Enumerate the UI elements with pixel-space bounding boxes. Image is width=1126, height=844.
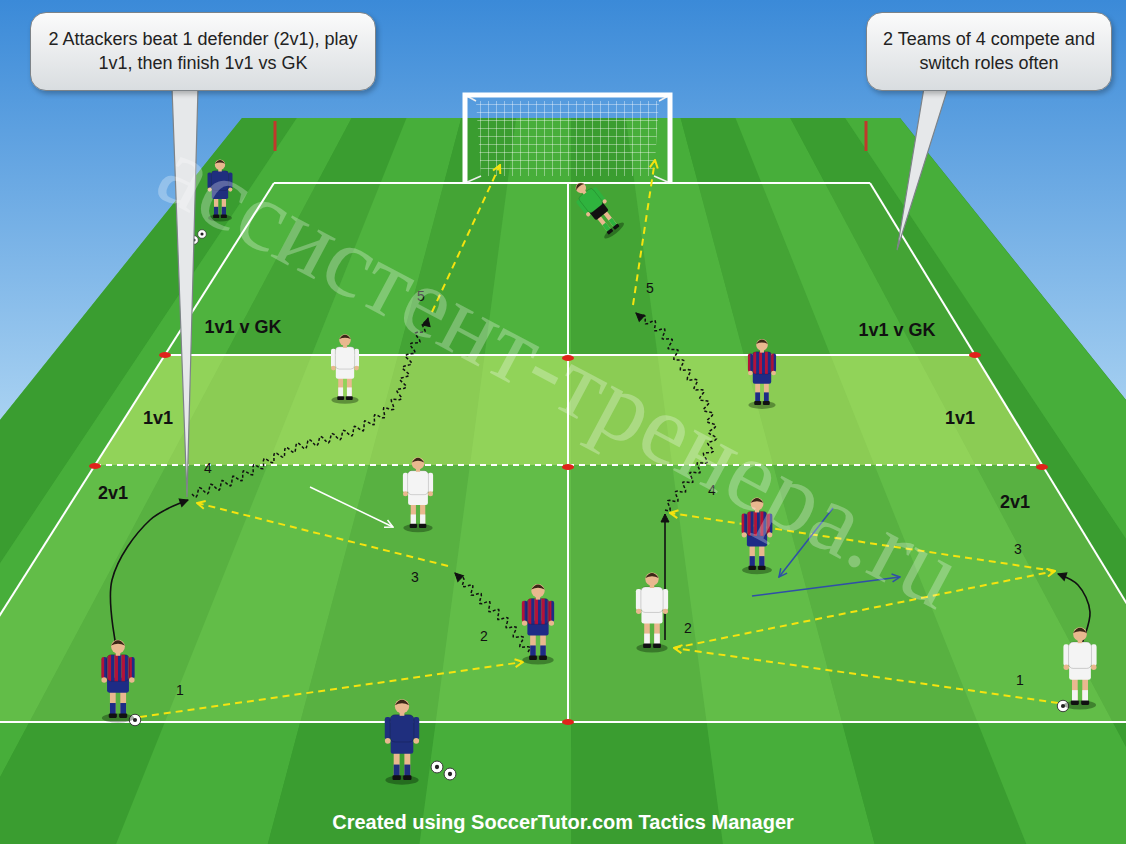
ball [198,230,207,239]
callout-number: 1 [176,682,184,698]
caption-text: Created using SoccerTutor.com Tactics Ma… [332,811,794,834]
cone [1036,464,1048,470]
callout-number: 4 [204,460,212,476]
watermark: ассистент-тренера.ru [140,112,979,631]
player-figure [331,334,359,404]
callout-text: 2 Teams of 4 compete and switch roles of… [879,27,1099,76]
player [748,339,776,409]
cone [562,719,574,725]
zone-label: 1v1 [945,408,975,429]
zone-label: 1v1 [143,408,173,429]
pass-arrow [674,571,1055,648]
player [1057,627,1096,712]
player-figure [522,584,554,665]
callout-number: 3 [1014,541,1022,557]
run-arrow [110,500,188,656]
pass-arrow [670,513,1055,571]
flag-post [274,121,277,151]
defender-move-arrow [310,487,393,527]
cones [89,352,1048,725]
player-figure [385,699,419,785]
callout-tails [172,88,948,497]
player [101,640,140,726]
zone-label: 2v1 [1000,492,1030,513]
cone [562,355,574,361]
cone [89,463,101,469]
grass-stripe [1119,118,1126,844]
player-figure [403,457,433,532]
callout-bubble: 2 Teams of 4 compete and switch roles of… [866,12,1112,91]
goal-net [476,101,659,176]
run-arrow [664,514,666,640]
player [403,457,433,532]
player-figure [1063,627,1096,709]
goal [465,95,670,184]
player [636,572,668,652]
zone-label: 1v1 v GK [858,320,935,341]
callout-number: 2 [480,628,488,644]
callout-text: 2 Attackers beat 1 defender (2v1), play … [43,27,363,76]
dribble-arrow [455,573,530,652]
pass-arrow [140,662,523,717]
player [568,176,627,241]
callout-number: 4 [708,482,716,498]
flag-post [865,121,868,151]
grass-stripe [1064,118,1126,844]
side-line [870,183,1126,722]
player [331,334,359,404]
zone-label: 2v1 [98,483,128,504]
two-v-one-zone [0,465,1126,722]
defender-move-arrow [779,508,833,577]
player-figure [208,159,233,221]
cone [562,464,574,470]
cone [969,352,981,358]
dribble-arrow [192,318,428,497]
ball [431,761,443,773]
dribble-arrow [636,313,716,511]
pitch-lines [0,183,1126,722]
pass-arrow [674,648,1058,703]
goal-line [274,182,870,184]
defender-move-arrow [752,577,900,596]
callout-number: 3 [411,569,419,585]
player-figure [748,339,776,409]
callout-number: 1 [1016,672,1024,688]
player [742,498,773,575]
side-line [0,183,274,722]
player-figure [101,640,134,723]
player [385,699,456,785]
zones [0,183,1126,722]
callout-number: 5 [417,288,425,304]
pass-arrow [432,165,500,312]
zone-label: 1v1 v GK [204,317,281,338]
gk-zone [165,183,975,355]
callout-number: 5 [646,280,654,296]
player [522,584,554,665]
callout-tail [172,88,198,497]
player-figure [568,176,627,241]
movement-arrows [110,160,1090,717]
callout-bubble: 2 Attackers beat 1 defender (2v1), play … [30,12,376,91]
players [101,159,1096,784]
centre-line [567,183,569,722]
ball [444,768,456,780]
grass-stripes [0,118,1126,844]
callout-tail [897,88,948,250]
player-figure [742,498,773,575]
pass-arrow [633,160,655,305]
goal-frame [465,95,670,184]
cone [159,352,171,358]
player-figure [636,572,668,652]
callout-number: 2 [684,620,692,636]
pass-arrow [197,503,448,566]
